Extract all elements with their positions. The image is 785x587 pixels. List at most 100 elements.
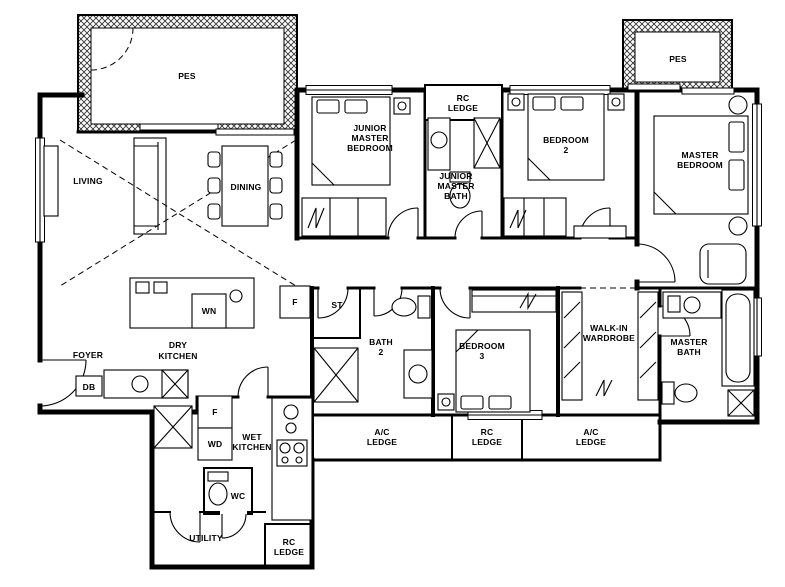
vanity-sink-icon (662, 291, 722, 319)
wet-kitchen-label: WET (242, 432, 262, 442)
rc-ledge-mid-label: LEDGE (472, 437, 502, 447)
dining-chair-icon (207, 203, 221, 220)
stool-icon (153, 281, 168, 294)
dry-kitchen-label: DRY (169, 340, 187, 350)
bedroom-3-furniture (437, 289, 557, 413)
junior-master-bedroom-label: MASTER (351, 133, 388, 143)
pes-right-label: PES (669, 54, 687, 64)
dining-chair-icon (269, 151, 283, 168)
rc-ledge-bottom-label: RC (283, 537, 296, 547)
ceiling-dash-line (59, 139, 297, 287)
rc-ledge-top-label: LEDGE (448, 103, 478, 113)
sink-icon (229, 289, 243, 303)
wc-room (203, 467, 253, 539)
bedroom-2-label: 2 (564, 145, 569, 155)
side-table-icon (728, 95, 748, 115)
toilet-icon (661, 381, 698, 405)
dining-chair-icon (269, 203, 283, 220)
side-table-icon (393, 97, 411, 115)
sink-icon (283, 404, 299, 434)
dining-furniture (207, 145, 283, 227)
side-table-icon (607, 93, 625, 111)
window-jmb-top (305, 85, 393, 95)
dry-kitchen-furniture (129, 277, 311, 329)
bath-2-label: BATH (369, 337, 393, 347)
vanity-sink-icon (427, 117, 451, 171)
door-wc (221, 513, 247, 539)
door-store (317, 287, 349, 319)
bedroom-3-label: BEDROOM (459, 341, 505, 351)
sliding-door-pes-left (139, 123, 295, 136)
ac-ledge-right-box (521, 414, 661, 461)
washer-dryer-label: WD (208, 439, 223, 449)
master-bedroom-label: MASTER (681, 150, 718, 160)
shower-icon (473, 117, 501, 169)
living-furniture (43, 137, 297, 287)
hanging-rail-icon (595, 379, 613, 397)
fridge-lower-box (197, 395, 233, 429)
side-table-icon (437, 393, 455, 411)
pes-left-label: PES (178, 71, 196, 81)
db-label: DB (83, 382, 96, 392)
windows (35, 83, 762, 420)
ceiling-dash-line (59, 139, 297, 287)
ac-ledge-left-label: LEDGE (367, 437, 397, 447)
door-utility (169, 511, 201, 543)
ac-ledge-right-label: A/C (583, 427, 598, 437)
bed-icon (311, 96, 391, 186)
door-junior-master-bedroom (387, 207, 419, 239)
door-main-entry (39, 359, 87, 407)
window-bedroom2-top (509, 85, 611, 95)
window-master-right (752, 103, 762, 227)
junior-master-bedroom-label: BEDROOM (347, 143, 393, 153)
bedroom-3-label: 3 (480, 351, 485, 361)
doors (39, 207, 691, 543)
shower-icon (313, 347, 359, 403)
wine-chiller-label: WN (202, 306, 217, 316)
rc-ledge-bottom-label: LEDGE (274, 547, 304, 557)
dining-label: DINING (231, 182, 262, 192)
foyer-label: FOYER (73, 350, 103, 360)
dining-chair-icon (269, 177, 283, 194)
door-master-bedroom (636, 243, 676, 283)
junior-master-bath-label: JUNIOR (439, 171, 472, 181)
dining-chair-icon (207, 177, 221, 194)
tv-console-icon (573, 225, 627, 239)
wet-kitchen-furniture (153, 395, 313, 521)
shoe-cabinet-icon (103, 369, 189, 399)
shower-icon (727, 389, 755, 417)
fridge-lower-label: F (212, 407, 217, 417)
bathtub-icon (721, 289, 755, 387)
wardrobe-icon (637, 291, 659, 401)
db-box (75, 375, 103, 397)
door-junior-master-bath (454, 210, 483, 239)
stool-icon (135, 281, 150, 294)
wardrobe-icon (471, 289, 557, 313)
walk-in-wardrobe-fittings (561, 291, 659, 401)
fridge-upper-label: F (292, 297, 297, 307)
ac-ledge-left-label: A/C (374, 427, 389, 437)
walk-in-wardrobe-label: WARDROBE (583, 333, 635, 343)
bench-icon (699, 243, 747, 285)
rc-ledge-top-box (424, 84, 503, 121)
bath-2-label: 2 (379, 347, 384, 357)
dry-kitchen-label: KITCHEN (158, 351, 197, 361)
utility-label: UTILITY (189, 533, 223, 543)
kitchen-counter-icon (271, 397, 313, 521)
rc-ledge-top-label: RC (457, 93, 470, 103)
side-table-icon (507, 93, 525, 111)
side-table-icon (728, 216, 748, 236)
walk-in-wardrobe-label: WALK-IN (590, 323, 628, 333)
wet-kitchen-label: KITCHEN (232, 442, 271, 452)
wc-label: WC (231, 491, 246, 501)
master-bath-label: MASTER (670, 337, 707, 347)
tv-console-icon (43, 145, 59, 217)
bedroom-2-label: BEDROOM (543, 135, 589, 145)
labels: PES PES LIVING DINING JUNIOR MASTER BEDR… (73, 54, 723, 557)
bed-icon (653, 115, 749, 215)
wardrobe-icon (301, 197, 387, 237)
toilet-icon (391, 295, 431, 319)
wardrobe-icon (503, 197, 567, 237)
